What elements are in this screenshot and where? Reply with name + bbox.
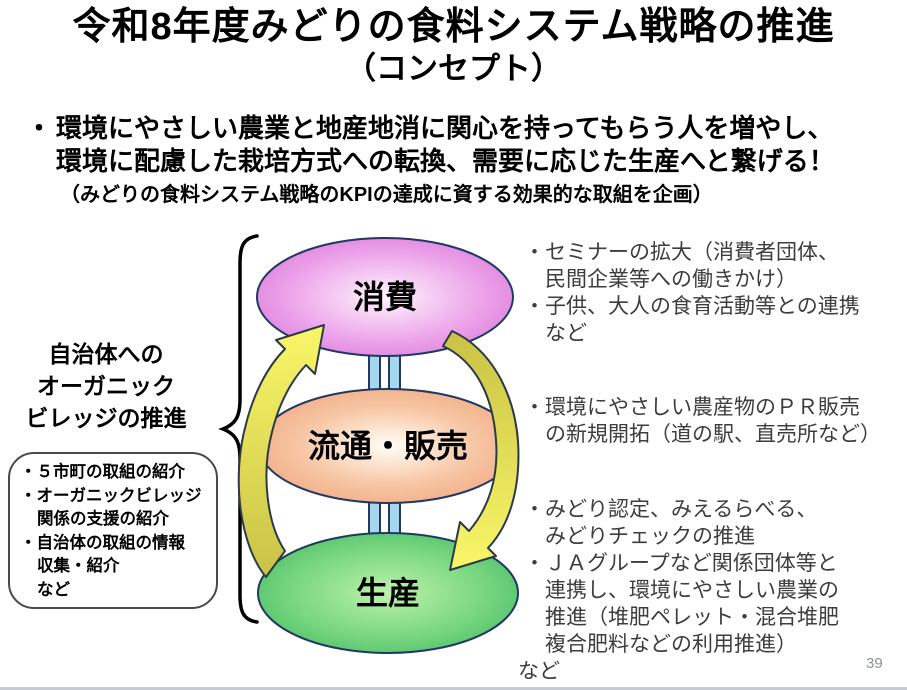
annotation-line: 連携し、環境にやさしい農業の [545, 579, 839, 602]
intro-line-1: ・ 環境にやさしい農業と地産地消に関心を持ってもらう人を増やし、 [26, 108, 833, 145]
annotation-line: みどりチェックの推進 [545, 525, 755, 548]
annotation-line: など [518, 660, 560, 683]
bullet-marker: ・ [26, 113, 53, 143]
annotation-distribution: ・環境にやさしい農産物のＰＲ販売 の新規開拓（道の駅、直売所など） [524, 394, 907, 448]
organic-village-label-line2: オーガニック [37, 373, 175, 399]
curly-brace [218, 234, 259, 624]
annotation-line: ・子供、大人の食育活動等との連携 [524, 295, 860, 318]
connector-bars-bottom [368, 497, 401, 539]
cycle-arrow-down-icon [442, 330, 520, 571]
annotation-line: ・環境にやさしい農産物のＰＲ販売 [524, 396, 860, 419]
box-line: など [37, 580, 70, 599]
organic-village-detail-box: ・５市町の取組の紹介 ・オーガニックビレッジ 関係の支援の紹介 ・自治体の取組の… [8, 452, 218, 609]
box-line: ・オーガニックビレッジ [20, 486, 202, 505]
node-label-distribution: 流通・販売 [307, 428, 468, 464]
annotation-line: など [545, 322, 587, 345]
node-label-production: 生産 [355, 575, 420, 611]
box-line: 収集・紹介 [37, 557, 120, 575]
intro-line-2: 環境に配慮した栽培方式への転換、需要に応じた生産へと繋げる！ [56, 146, 835, 176]
box-line: 関係の支援の紹介 [37, 510, 169, 528]
annotation-line: ・セミナーの拡大（消費者団体、 [524, 241, 839, 264]
slide-subtitle: （コンセプト） [345, 51, 562, 86]
node-label-consumption: 消費 [352, 279, 417, 315]
box-line: ・５市町の取組の紹介 [20, 463, 185, 481]
intro-line-1-text: 環境にやさしい農業と地産地消に関心を持ってもらう人を増やし、 [56, 113, 834, 143]
connector-bars-top [368, 351, 401, 393]
cycle-arrow-up-icon [237, 324, 325, 578]
annotation-line: 推進（堆肥ペレット・混合堆肥 [545, 606, 839, 629]
annotation-line: 民間企業等への働きかけ） [545, 268, 797, 291]
annotation-line: ・ＪＡグループなど関係団体等と [524, 552, 838, 575]
organic-village-label: 自治体への オーガニック ビレッジの推進 [10, 338, 202, 434]
annotation-production: ・みどり認定、みえるらべる、 みどりチェックの推進 ・ＪＡグループなど関係団体等… [518, 496, 907, 685]
box-line: ・自治体の取組の情報 [20, 533, 185, 552]
annotation-line: ・みどり認定、みえるらべる、 [524, 498, 818, 521]
intro-note: （みどりの食料システム戦略のKPIの達成に資する効果的な取組を企画） [60, 184, 713, 206]
annotation-line: 複合肥料などの利用推進） [545, 633, 797, 656]
page-number: 39 [866, 655, 883, 672]
slide-title: 令和8年度みどりの食料システム戦略の推進 [72, 6, 835, 48]
slide-bottom-edge [0, 687, 907, 690]
annotation-consumption: ・セミナーの拡大（消費者団体、 民間企業等への働きかけ） ・子供、大人の食育活動… [524, 239, 907, 347]
organic-village-label-line3: ビレッジの推進 [25, 405, 187, 431]
organic-village-label-line1: 自治体への [48, 341, 164, 367]
annotation-line: の新規開拓（道の駅、直売所など） [545, 423, 881, 446]
